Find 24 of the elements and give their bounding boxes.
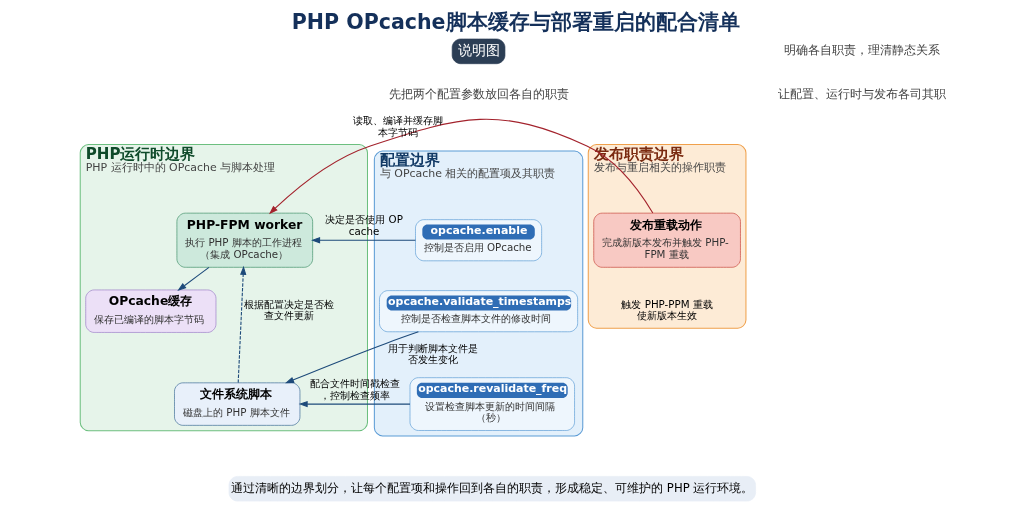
node-box: 文件系统脚本 磁盘上的 PHP 脚本文件 [173, 382, 300, 426]
arrow [237, 265, 246, 384]
edge-label: 决定是否使用 OPcache [324, 213, 403, 237]
edge-label: 配合文件时间戳检查，控制检查频率 [309, 376, 400, 401]
arrow [268, 118, 653, 215]
label: 先把两个配置参数放回各自的职责 [388, 87, 569, 102]
node-box: opcache.enable 控制是否启用 OPcache [414, 219, 542, 262]
caption: 通过清晰的边界划分，让每个配置项和操作回到各自的职责，形成稳定、可维护的 PHP 运行环境。 [230, 480, 753, 495]
node-box: OPcache缓存 保存已编译的脚本字节码 [84, 289, 216, 333]
node-label: 触发 PHP-PPM 重载使新版本生效 [620, 297, 713, 322]
label: 明确各自职责，理清静态关系 [783, 43, 940, 58]
node-box: 发布重载动作 完成新版本发布并触发 PHP-FPM 重载 [592, 212, 741, 268]
arrow [284, 331, 419, 384]
edge-label: 根据配置决定是否检查文件更新 [243, 297, 334, 322]
edge-label: 用于判断脚本文件是否发生变化 [387, 341, 478, 366]
label: 让配置、运行时与发布各司其职 [777, 87, 946, 102]
label: 说明图 [457, 41, 500, 58]
node-box: opcache.validate_timestamps 控制是否检查脚本文件的修改时间 [378, 290, 578, 333]
arrow [176, 266, 210, 291]
node-box: opcache.revalidate_freq 设置检查脚本更新的时间间隔（秒） [409, 377, 575, 431]
arrow [298, 400, 411, 408]
node-box: PHP-FPM worker 执行 PHP 脚本的工作进程（集成 OPcache） [176, 212, 313, 268]
diagram-title: PHP OPcache脚本缓存与部署重启的配合清单 [291, 10, 740, 35]
arrow [310, 237, 416, 244]
